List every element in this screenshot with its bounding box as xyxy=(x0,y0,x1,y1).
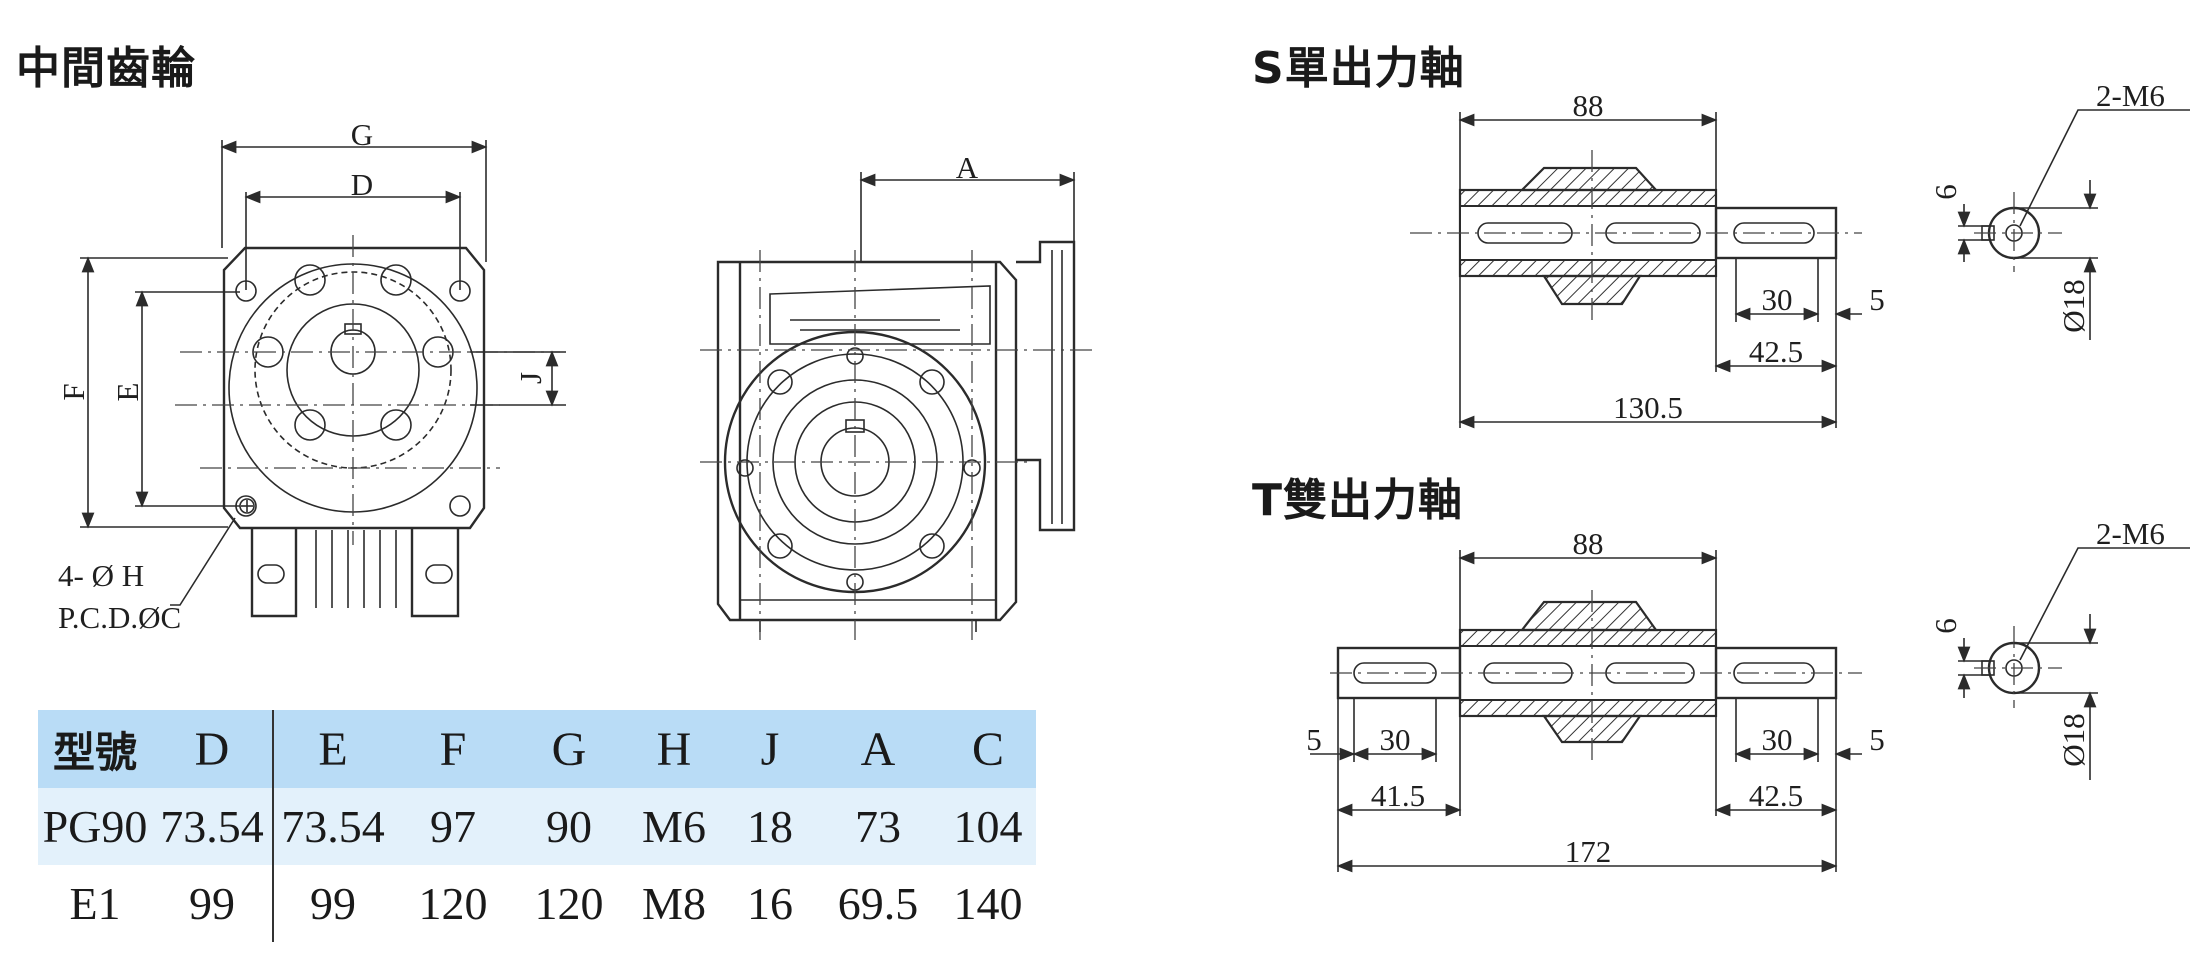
table-row: E1 99 99 120 120 M8 16 69.5 140 xyxy=(38,865,1036,942)
t-dim-5-right: 5 xyxy=(1869,722,1885,757)
dim-label-j: J xyxy=(513,372,548,384)
col-header-j: J xyxy=(724,710,816,788)
table-cell: 140 xyxy=(940,865,1036,942)
col-header-d: D xyxy=(152,710,273,788)
spec-table: 型號 D E F G H J A C PG90 73.54 73.54 97 9… xyxy=(38,710,1036,942)
s-dim-130-5: 130.5 xyxy=(1613,390,1683,425)
table-cell: 97 xyxy=(392,788,514,865)
col-header-e: E xyxy=(272,710,392,788)
col-header-f: F xyxy=(392,710,514,788)
single-shaft-heading: S單出力軸 xyxy=(1252,43,1465,94)
front-view xyxy=(80,140,566,618)
table-cell: 99 xyxy=(152,865,273,942)
col-header-model: 型號 xyxy=(38,710,152,788)
t-key-label: 6 xyxy=(1928,618,1963,634)
holes-label: 4- Ø H xyxy=(58,558,144,593)
table-cell: 16 xyxy=(724,865,816,942)
table-cell: 104 xyxy=(940,788,1036,865)
table-cell: E1 xyxy=(38,865,152,942)
table-cell: 18 xyxy=(724,788,816,865)
table-cell: 120 xyxy=(392,865,514,942)
table-cell: 99 xyxy=(272,865,392,942)
t-dim-172: 172 xyxy=(1565,834,1612,869)
t-dim-5-left: 5 xyxy=(1306,722,1322,757)
t-dim-42-5: 42.5 xyxy=(1749,778,1803,813)
col-header-a: A xyxy=(816,710,940,788)
s-key-label: 6 xyxy=(1928,184,1963,200)
t-dim-41-5: 41.5 xyxy=(1371,778,1425,813)
table-cell: M6 xyxy=(624,788,724,865)
t-dia-label: Ø18 xyxy=(2056,713,2091,766)
double-shaft-heading: T雙出力軸 xyxy=(1252,475,1464,526)
table-cell: 120 xyxy=(514,865,624,942)
t-dim-30-right: 30 xyxy=(1762,722,1793,757)
col-header-h: H xyxy=(624,710,724,788)
table-cell: 90 xyxy=(514,788,624,865)
idler-gear-heading: 中間齒輪 xyxy=(16,43,196,94)
double-shaft-drawing xyxy=(1310,547,2190,873)
dim-label-a: A xyxy=(956,150,979,185)
s-dim-5: 5 xyxy=(1869,282,1885,317)
dim-label-d: D xyxy=(351,167,373,202)
dim-label-f: F xyxy=(56,383,91,400)
spec-table-header: 型號 D E F G H J A C xyxy=(38,710,1036,788)
s-dim-30: 30 xyxy=(1762,282,1793,317)
t-dim-88: 88 xyxy=(1573,526,1604,561)
col-header-g: G xyxy=(514,710,624,788)
s-dia-label: Ø18 xyxy=(2056,279,2091,332)
table-cell: 73 xyxy=(816,788,940,865)
table-cell: 73.54 xyxy=(272,788,392,865)
dim-label-g: G xyxy=(351,117,373,152)
single-shaft-drawing xyxy=(1410,109,2190,429)
s-dim-88: 88 xyxy=(1573,88,1604,123)
t-thread-label: 2-M6 xyxy=(2096,516,2165,551)
t-dim-30-left: 30 xyxy=(1380,722,1411,757)
side-view xyxy=(700,172,1095,640)
col-header-c: C xyxy=(940,710,1036,788)
s-dim-42-5: 42.5 xyxy=(1749,334,1803,369)
s-thread-label: 2-M6 xyxy=(2096,78,2165,113)
table-row: PG90 73.54 73.54 97 90 M6 18 73 104 xyxy=(38,788,1036,865)
table-cell: M8 xyxy=(624,865,724,942)
dim-label-e: E xyxy=(110,383,145,402)
table-cell: 69.5 xyxy=(816,865,940,942)
pcd-label: P.C.D.ØC xyxy=(58,600,181,635)
table-cell: 73.54 xyxy=(152,788,273,865)
table-cell: PG90 xyxy=(38,788,152,865)
